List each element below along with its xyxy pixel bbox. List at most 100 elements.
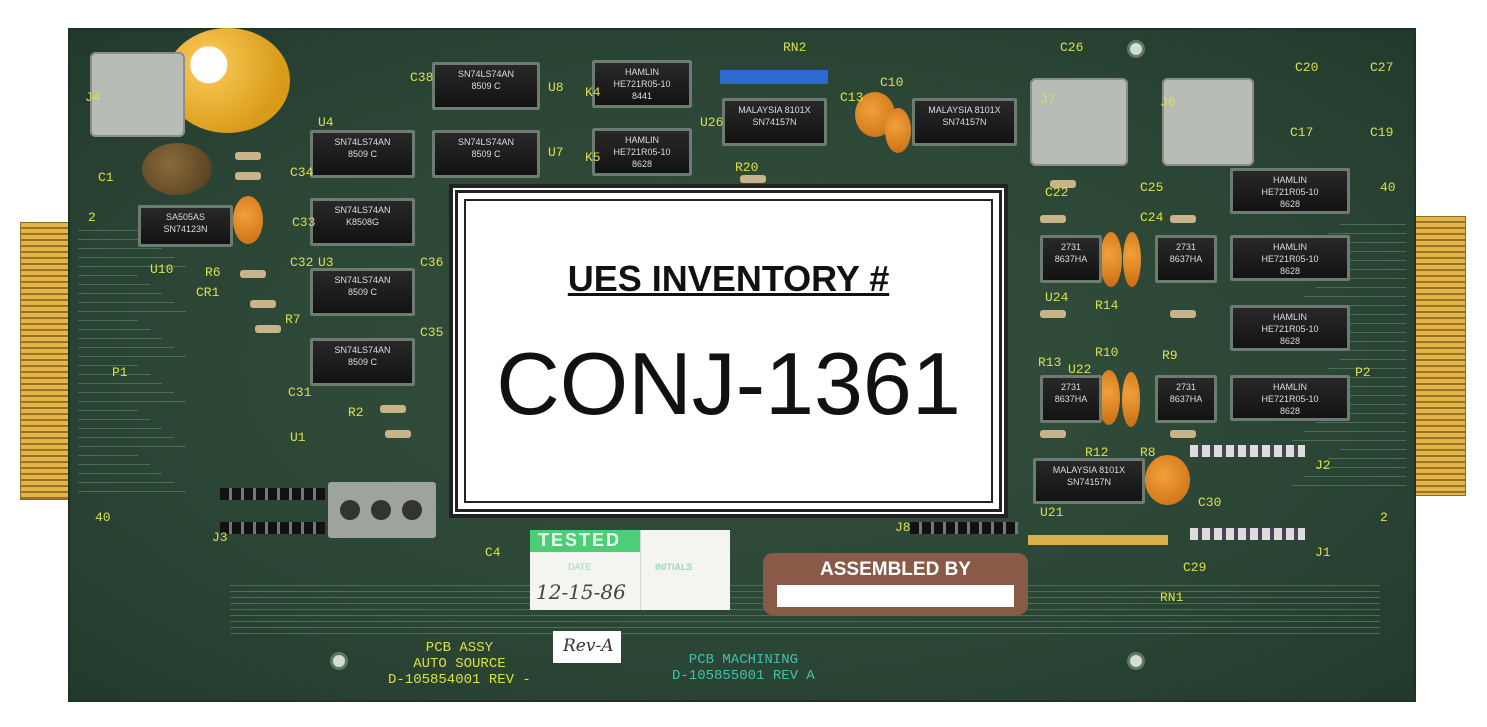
- pcb-trace: [1340, 449, 1406, 450]
- resistor-network: [1028, 535, 1168, 545]
- ceramic-capacitor: [1122, 372, 1140, 427]
- pcb-trace: [78, 284, 150, 285]
- chip-marking: SN74LS74AN: [457, 137, 515, 147]
- pcb-trace: [1304, 296, 1406, 297]
- chip-marking: 8509 C: [347, 287, 378, 297]
- reference-designator: U10: [150, 262, 174, 277]
- chip-marking: 8628: [631, 159, 653, 169]
- reference-designator: C34: [290, 165, 314, 180]
- reference-designator: K4: [585, 85, 601, 100]
- reference-designator: C22: [1045, 185, 1069, 200]
- pin-header: [220, 522, 325, 534]
- electrolytic-capacitor: [165, 28, 290, 133]
- pcb-trace: [1304, 386, 1406, 387]
- reference-designator: K5: [585, 150, 601, 165]
- pcb-trace: [1316, 467, 1406, 468]
- pcb-trace: [1328, 278, 1406, 279]
- chip-marking: MALAYSIA 8101X: [928, 105, 1001, 115]
- chip-marking: HE721R05-10: [613, 79, 671, 89]
- resistor: [1050, 180, 1076, 188]
- reference-designator: C38: [410, 70, 434, 85]
- chip-marking: HE721R05-10: [1261, 394, 1319, 404]
- inventory-title: UES INVENTORY #: [567, 258, 890, 299]
- left-edge-connector: [20, 222, 76, 500]
- chip-marking: 8637HA: [1169, 254, 1203, 264]
- pcb-trace: [230, 615, 1380, 616]
- rev-sticker: Rev-A: [553, 631, 621, 663]
- pcb-trace: [78, 419, 150, 420]
- pcb-trace: [1328, 458, 1406, 459]
- chip-marking: HE721R05-10: [1261, 254, 1319, 264]
- reference-designator: C33: [292, 215, 316, 230]
- pcb-trace: [78, 302, 174, 303]
- chip-marking: 8441: [631, 91, 653, 101]
- pcb-trace: [1340, 314, 1406, 315]
- ceramic-capacitor: [233, 196, 263, 244]
- chip-marking: 8628: [1279, 199, 1301, 209]
- ceramic-capacitor: [1145, 455, 1190, 505]
- reference-designator: P1: [112, 365, 128, 380]
- chip-marking: SA505AS: [165, 212, 206, 222]
- inventory-code: CONJ-1361: [496, 334, 961, 433]
- assy-line3: D-105854001 REV -: [388, 672, 531, 688]
- pcb-trace: [1340, 224, 1406, 225]
- resistor: [1170, 310, 1196, 318]
- reference-designator: R2: [348, 405, 364, 420]
- pin-header: [1190, 528, 1305, 540]
- ceramic-capacitor: [1123, 232, 1141, 287]
- chip-marking: MALAYSIA 8101X: [1052, 465, 1126, 475]
- ceramic-capacitor: [1100, 232, 1122, 287]
- pcb-trace: [78, 365, 138, 366]
- reference-designator: U8: [548, 80, 564, 95]
- pcb-trace: [78, 311, 186, 312]
- pcb-trace: [1304, 476, 1406, 477]
- reference-designator: C32: [290, 255, 314, 270]
- reference-designator: C13: [840, 90, 864, 105]
- reference-designator: CR1: [196, 285, 220, 300]
- right-edge-connector: [1408, 216, 1466, 496]
- resistor: [1170, 430, 1196, 438]
- chip-marking: 8628: [1279, 336, 1301, 346]
- reference-designator: U7: [548, 145, 564, 160]
- reference-designator: J2: [1315, 458, 1331, 473]
- pcb-trace: [230, 627, 1380, 628]
- reference-designator: C29: [1183, 560, 1207, 575]
- reference-designator: 40: [95, 510, 111, 525]
- resistor: [740, 175, 766, 183]
- resistor: [380, 405, 406, 413]
- resistor: [1170, 215, 1196, 223]
- pcb-trace: [78, 293, 162, 294]
- reference-designator: C1: [98, 170, 114, 185]
- reference-designator: U1: [290, 430, 306, 445]
- pcb-trace: [78, 266, 186, 267]
- chip-marking: 2731: [1175, 242, 1197, 252]
- pcb-trace: [1304, 341, 1406, 342]
- assembled-by-sticker: ASSEMBLED BY: [763, 553, 1028, 615]
- date-value: 12-15-86: [536, 580, 626, 604]
- reference-designator: U3: [318, 255, 334, 270]
- ceramic-capacitor: [885, 108, 911, 153]
- chip-marking: 2731: [1060, 242, 1082, 252]
- pcb-trace: [1304, 251, 1406, 252]
- pcb-trace: [1316, 332, 1406, 333]
- reference-designator: U21: [1040, 505, 1064, 520]
- pcb-trace: [1292, 440, 1406, 441]
- ic-chip: 2731 8637HA: [1155, 235, 1217, 283]
- terminal-block: [328, 482, 436, 538]
- pcb-trace: [1316, 287, 1406, 288]
- chip-marking: 8637HA: [1169, 394, 1203, 404]
- pcb-trace: [1316, 377, 1406, 378]
- reference-designator: C10: [880, 75, 904, 90]
- reference-designator: RN1: [1160, 590, 1184, 605]
- reference-designator: R12: [1085, 445, 1109, 460]
